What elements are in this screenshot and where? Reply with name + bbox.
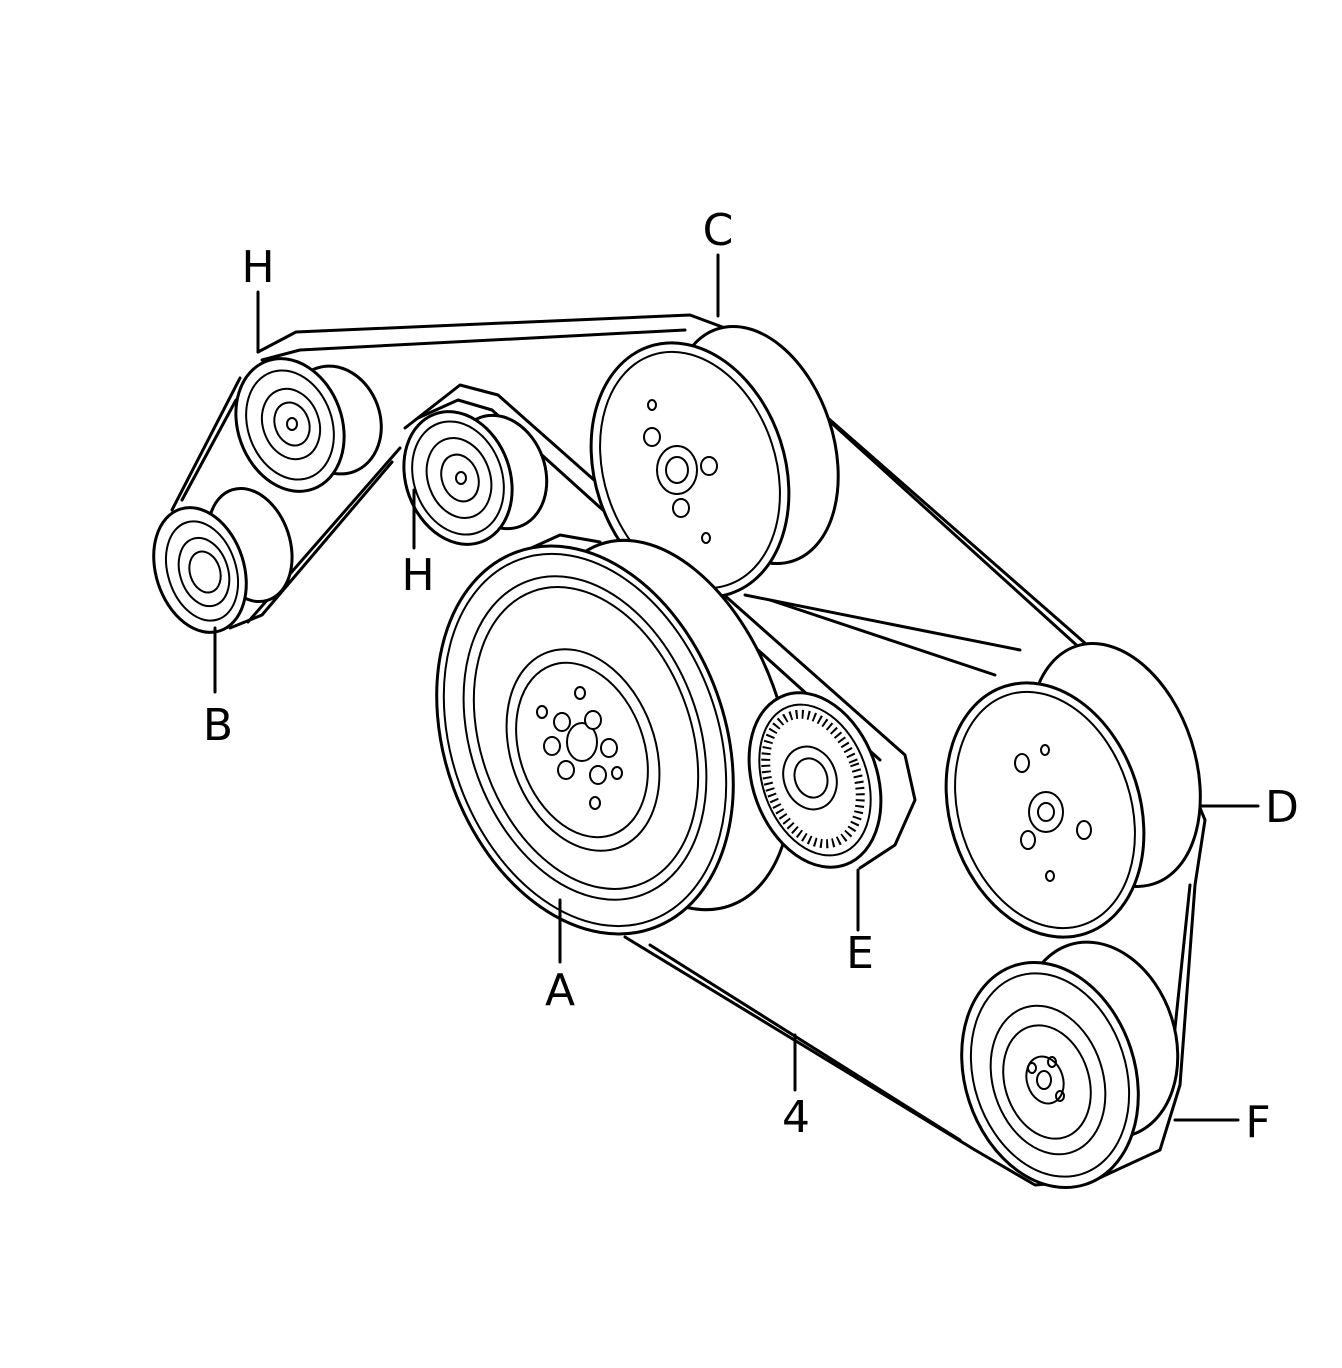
label-h-mid: H [401, 550, 434, 601]
label-a: A [545, 965, 575, 1016]
label-f: F [1245, 1097, 1270, 1148]
callout-leaders [213, 253, 1260, 1122]
label-c: C [703, 205, 734, 256]
pulley-e [747, 691, 883, 869]
label-d: D [1265, 782, 1299, 833]
pulley-h-top [234, 357, 383, 493]
pulley-b [152, 486, 294, 634]
pulley-d [944, 642, 1202, 939]
label-h-top: H [241, 242, 274, 293]
label-belt-4: 4 [782, 1092, 810, 1143]
label-e: E [846, 928, 874, 979]
label-b: B [203, 700, 233, 751]
pulley-c [589, 324, 840, 599]
pulley-f [960, 940, 1180, 1189]
pulley-h-mid [402, 410, 549, 546]
pulley-a [435, 538, 793, 936]
